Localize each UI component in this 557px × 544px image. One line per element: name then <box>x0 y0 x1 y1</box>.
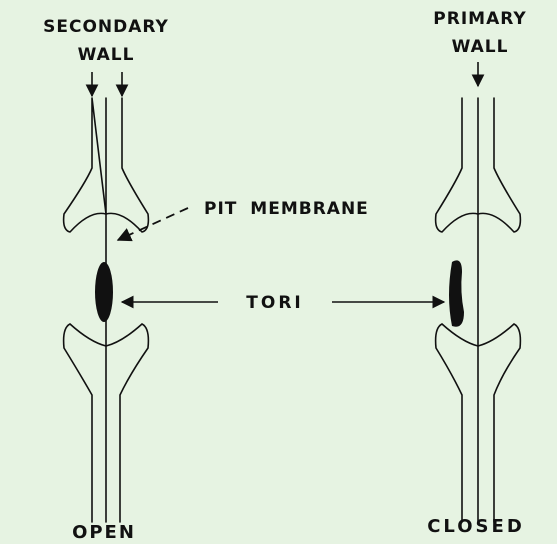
closed-lower-left-wall <box>436 324 478 522</box>
secondary-wall-label-line1: SECONDARY <box>43 17 169 37</box>
pit-membrane-leader <box>118 208 188 240</box>
closed-upper-right-wall <box>478 98 520 232</box>
open-lower-right-wall <box>106 324 148 522</box>
closed-upper-left-wall <box>436 98 478 232</box>
pit-membrane-label: PIT MEMBRANE <box>204 199 369 219</box>
open-pit <box>64 98 149 522</box>
closed-lower-right-wall <box>478 324 520 522</box>
primary-wall-label-line2: WALL <box>452 37 509 57</box>
open-label: OPEN <box>72 522 136 543</box>
secondary-wall-label-line2: WALL <box>78 45 135 65</box>
open-torus <box>95 262 113 322</box>
closed-torus <box>449 260 464 326</box>
open-upper-right-wall <box>106 98 148 232</box>
closed-label: CLOSED <box>427 516 525 537</box>
closed-pit <box>436 98 521 522</box>
tori-label: TORI <box>246 293 303 313</box>
open-lower-left-wall <box>64 324 106 522</box>
open-upper-left-wall <box>64 98 106 232</box>
primary-wall-label-line1: PRIMARY <box>433 9 526 29</box>
